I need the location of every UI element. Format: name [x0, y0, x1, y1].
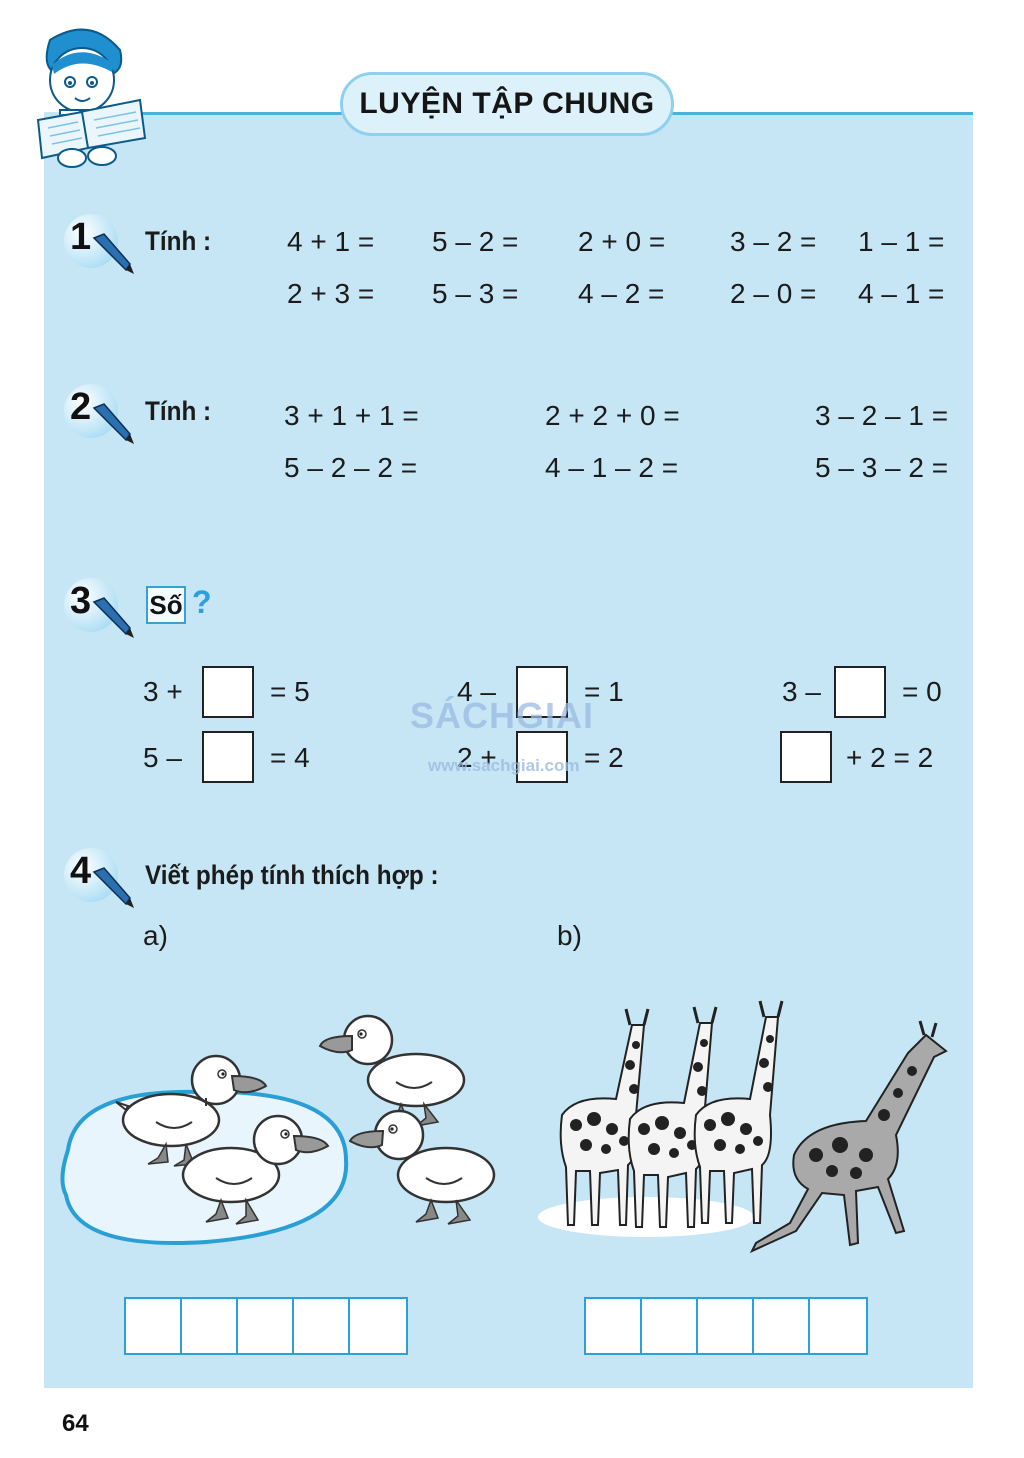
ex2-expr: 5 – 3 – 2 = — [815, 452, 949, 483]
ex3-before: 5 – — [143, 742, 182, 773]
exercise-number: 2 — [70, 386, 92, 428]
ex3-before: 2 + — [457, 742, 497, 773]
ex1-expr: 2 – 0 = — [730, 278, 817, 309]
pen-icon — [92, 867, 134, 908]
answer-cell[interactable] — [586, 1299, 642, 1353]
question-mark: ? — [192, 584, 212, 620]
exercise-number: 3 — [70, 580, 92, 622]
page-title: LUYỆN TẬP CHUNG — [340, 72, 674, 136]
giraffes-illustration — [538, 1000, 948, 1254]
giraffe-icon — [693, 1000, 784, 1224]
so-label-box: Số — [146, 586, 186, 624]
exercise-2-label: Tính : — [145, 396, 212, 426]
giraffe-icon — [559, 1008, 650, 1226]
ex1-expr: 5 – 3 = — [432, 278, 519, 309]
answer-blank[interactable] — [834, 666, 886, 718]
ex2-expr: 5 – 2 – 2 = — [284, 452, 418, 483]
ex3-before: 3 – — [782, 676, 821, 707]
ex1-expr: 5 – 2 = — [432, 226, 519, 257]
answer-row-a[interactable] — [124, 1297, 408, 1355]
duck-icon — [181, 1114, 330, 1225]
ex3-after: = 0 — [902, 676, 942, 707]
ex2-expr: 4 – 1 – 2 = — [545, 452, 679, 483]
giraffe-icon — [627, 1006, 718, 1228]
boy-reading-icon — [36, 28, 147, 168]
answer-row-b[interactable] — [584, 1297, 868, 1355]
exercise-number: 1 — [70, 216, 92, 258]
ex3-after: = 1 — [584, 676, 624, 707]
part-b-label: b) — [557, 920, 582, 951]
pen-icon — [92, 597, 134, 638]
answer-cell[interactable] — [698, 1299, 754, 1353]
exercise-4-badge: 4 — [64, 848, 142, 912]
ex3-before: 3 + — [143, 676, 183, 707]
ex2-expr: 3 + 1 + 1 = — [284, 400, 419, 431]
ex3-before: 4 – — [457, 676, 496, 707]
watermark-logo: SÁCHGIAI — [410, 695, 595, 736]
answer-cell[interactable] — [642, 1299, 698, 1353]
answer-blank[interactable] — [202, 731, 254, 783]
ex2-expr: 2 + 2 + 0 = — [545, 400, 680, 431]
part-a-label: a) — [143, 920, 168, 951]
ex1-expr: 4 – 1 = — [858, 278, 945, 309]
answer-cell[interactable] — [754, 1299, 810, 1353]
ex1-expr: 4 – 2 = — [578, 278, 665, 309]
page-number: 64 — [62, 1410, 89, 1437]
ex3-after: + 2 = 2 — [846, 742, 934, 773]
answer-blank[interactable] — [202, 666, 254, 718]
duck-icon — [115, 1054, 268, 1167]
ex1-expr: 1 – 1 = — [858, 226, 945, 257]
exercise-3-badge: 3 — [64, 578, 142, 642]
ducks-illustration — [60, 1014, 496, 1245]
ex2-expr: 3 – 2 – 1 = — [815, 400, 949, 431]
answer-cell[interactable] — [182, 1299, 238, 1353]
answer-blank[interactable] — [516, 666, 568, 718]
answer-cell[interactable] — [294, 1299, 350, 1353]
ex3-after: = 4 — [270, 742, 310, 773]
giraffe-icon — [749, 1020, 948, 1254]
ex1-expr: 4 + 1 = — [287, 226, 375, 257]
exercise-4-label: Viết phép tính thích hợp : — [145, 860, 439, 890]
ex1-expr: 2 + 0 = — [578, 226, 666, 257]
answer-blank[interactable] — [780, 731, 832, 783]
pen-icon — [92, 403, 134, 444]
duck-icon — [348, 1109, 496, 1225]
ex1-expr: 3 – 2 = — [730, 226, 817, 257]
answer-blank[interactable] — [516, 731, 568, 783]
watermark-url: www.sachgiai.com — [428, 756, 580, 775]
pen-icon — [92, 233, 134, 274]
answer-cell[interactable] — [350, 1299, 406, 1353]
exercise-1-label: Tính : — [145, 226, 212, 256]
exercise-2-badge: 2 — [64, 384, 142, 448]
answer-cell[interactable] — [126, 1299, 182, 1353]
duck-icon — [318, 1014, 466, 1127]
ex1-expr: 2 + 3 = — [287, 278, 375, 309]
ex3-after: = 5 — [270, 676, 310, 707]
answer-cell[interactable] — [238, 1299, 294, 1353]
exercise-number: 4 — [70, 850, 92, 892]
ex3-after: = 2 — [584, 742, 624, 773]
exercise-1-badge: 1 — [64, 214, 142, 278]
answer-cell[interactable] — [810, 1299, 866, 1353]
